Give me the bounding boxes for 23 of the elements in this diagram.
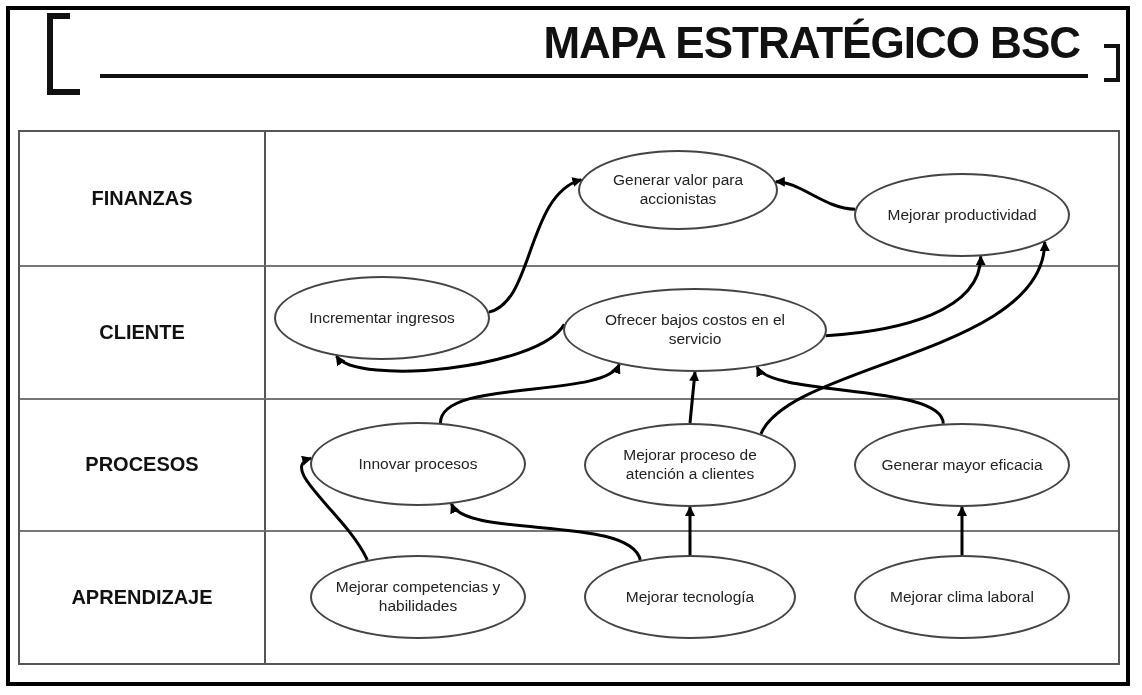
objective-text: Generar valor para accionistas <box>611 171 745 209</box>
row-header: APRENDIZAJE <box>71 586 213 610</box>
arrow <box>759 241 1048 435</box>
objective-text: Innovar procesos <box>358 454 478 474</box>
objective-text: Mejorar proceso de atención a clientes <box>622 446 758 484</box>
title: MAPA ESTRATÉGICO BSC <box>543 18 1080 68</box>
row-header: CLIENTE <box>99 320 185 344</box>
arrow <box>300 456 369 561</box>
arrow <box>688 371 700 424</box>
row-header: PROCESOS <box>85 453 199 477</box>
arrow <box>825 255 985 338</box>
arrow <box>685 506 695 555</box>
objective-text: Mejorar competencias y habilidades <box>334 578 502 616</box>
row-header: FINANZAS <box>91 186 193 210</box>
objective-text: Mejorar clima laboral <box>890 587 1034 607</box>
objective-text: Mejorar tecnología <box>625 587 755 607</box>
arrow <box>439 363 621 424</box>
objective-text: Incrementar ingresos <box>309 308 455 328</box>
objective-text: Mejorar productividad <box>887 205 1037 225</box>
objective-text: Generar mayor eficacia <box>881 455 1043 475</box>
objective-text: Ofrecer bajos costos en el servicio <box>603 311 787 349</box>
arrow <box>957 506 967 555</box>
arrow <box>755 366 945 425</box>
